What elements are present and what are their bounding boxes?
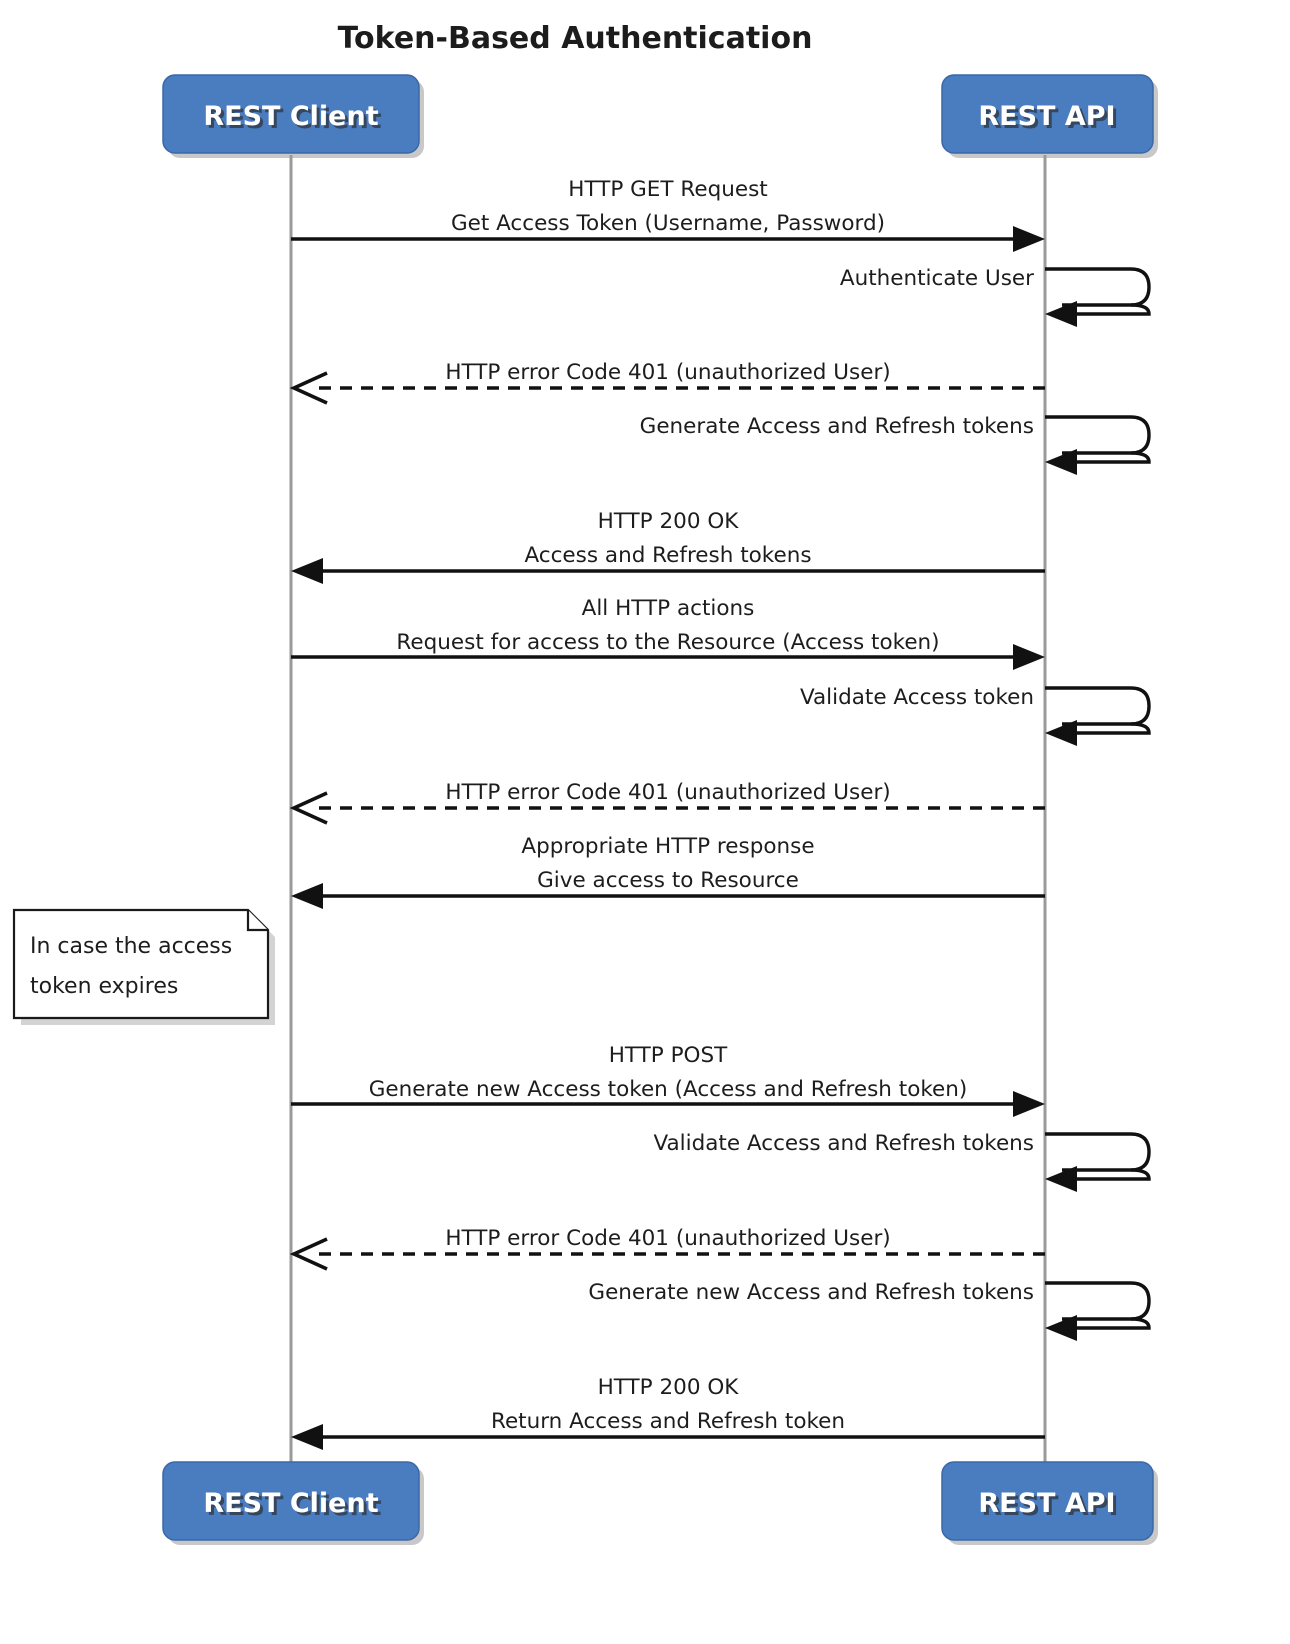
message-12[interactable]: HTTP error Code 401 (unauthorized User) bbox=[289, 1226, 1045, 1271]
participant-client-label-shadow: REST Client bbox=[206, 104, 381, 135]
participant-api-label-shadow: REST API bbox=[981, 104, 1118, 135]
note-text-line2: token expires bbox=[30, 974, 178, 999]
message-4-loop bbox=[1045, 415, 1151, 455]
message-14-label-line2: Return Access and Refresh token bbox=[491, 1409, 845, 1434]
message-2-loop bbox=[1045, 267, 1151, 307]
message-4-label: Generate Access and Refresh tokens bbox=[640, 414, 1034, 439]
message-12-arrowhead bbox=[289, 1237, 328, 1271]
message-1-label-line2: Get Access Token (Username, Password) bbox=[451, 211, 885, 236]
message-8[interactable]: HTTP error Code 401 (unauthorized User) bbox=[289, 780, 1045, 825]
message-2-arrowhead bbox=[1045, 301, 1077, 327]
message-5[interactable]: HTTP 200 OK Access and Refresh tokens bbox=[291, 509, 1045, 584]
message-4-loop-cap bbox=[1130, 451, 1151, 464]
note-fold-corner-icon bbox=[246, 910, 268, 932]
participant-footer-client[interactable]: REST Client REST Client bbox=[162, 1461, 424, 1545]
message-8-label: HTTP error Code 401 (unauthorized User) bbox=[445, 780, 890, 805]
participant-footer-api-label: REST API bbox=[978, 1488, 1115, 1519]
message-7-loop-cap bbox=[1130, 722, 1151, 735]
message-5-label-line2: Access and Refresh tokens bbox=[524, 543, 811, 568]
message-14-arrowhead bbox=[291, 1424, 323, 1450]
participant-header-api[interactable]: REST API REST API bbox=[941, 74, 1158, 158]
message-14-label-line1: HTTP 200 OK bbox=[598, 1375, 740, 1400]
message-3[interactable]: HTTP error Code 401 (unauthorized User) bbox=[289, 360, 1045, 405]
message-9-label-line1: Appropriate HTTP response bbox=[521, 834, 814, 859]
message-9-arrowhead bbox=[291, 883, 323, 909]
message-6-arrowhead bbox=[1013, 644, 1045, 670]
message-6[interactable]: All HTTP actions Request for access to t… bbox=[291, 596, 1045, 670]
message-9-label-line2: Give access to Resource bbox=[537, 868, 799, 893]
message-11-loop bbox=[1045, 1132, 1151, 1172]
message-2[interactable]: Authenticate User bbox=[840, 266, 1151, 327]
message-10-label-line1: HTTP POST bbox=[609, 1043, 728, 1068]
participant-api-label: REST API bbox=[978, 101, 1115, 132]
message-1-label-line1: HTTP GET Request bbox=[568, 177, 767, 202]
message-13-label: Generate new Access and Refresh tokens bbox=[588, 1280, 1034, 1305]
message-5-label-line1: HTTP 200 OK bbox=[598, 509, 740, 534]
message-2-label: Authenticate User bbox=[840, 266, 1034, 291]
message-13[interactable]: Generate new Access and Refresh tokens bbox=[588, 1280, 1151, 1341]
message-7[interactable]: Validate Access token bbox=[800, 685, 1151, 746]
message-8-arrowhead bbox=[289, 791, 328, 825]
message-6-label-line1: All HTTP actions bbox=[582, 596, 755, 621]
message-10-arrowhead bbox=[1013, 1091, 1045, 1117]
participant-footer-api-label-shadow: REST API bbox=[981, 1491, 1118, 1522]
message-10[interactable]: HTTP POST Generate new Access token (Acc… bbox=[291, 1043, 1045, 1117]
message-11-label: Validate Access and Refresh tokens bbox=[653, 1131, 1034, 1156]
message-7-label: Validate Access token bbox=[800, 685, 1034, 710]
message-11-loop-cap bbox=[1130, 1168, 1151, 1181]
note-text-line1: In case the access bbox=[30, 934, 232, 959]
message-7-arrowhead bbox=[1045, 720, 1077, 746]
page-title: Token-Based Authentication bbox=[338, 21, 813, 56]
participant-client-label: REST Client bbox=[203, 101, 378, 132]
participant-footer-client-label-shadow: REST Client bbox=[206, 1491, 381, 1522]
message-4[interactable]: Generate Access and Refresh tokens bbox=[640, 414, 1151, 475]
message-4-arrowhead bbox=[1045, 449, 1077, 475]
message-11[interactable]: Validate Access and Refresh tokens bbox=[653, 1131, 1151, 1192]
message-6-label-line2: Request for access to the Resource (Acce… bbox=[396, 630, 939, 655]
participant-footer-api[interactable]: REST API REST API bbox=[941, 1461, 1158, 1545]
message-1-arrowhead bbox=[1013, 226, 1045, 252]
message-9[interactable]: Appropriate HTTP response Give access to… bbox=[291, 834, 1045, 909]
message-14[interactable]: HTTP 200 OK Return Access and Refresh to… bbox=[291, 1375, 1045, 1450]
note-access-token-expires[interactable]: In case the access token expires bbox=[12, 908, 275, 1025]
message-10-label-line2: Generate new Access token (Access and Re… bbox=[369, 1077, 968, 1102]
message-13-arrowhead bbox=[1045, 1315, 1077, 1341]
note-body-shape bbox=[12, 908, 270, 1020]
message-12-label: HTTP error Code 401 (unauthorized User) bbox=[445, 1226, 890, 1251]
participant-header-client[interactable]: REST Client REST Client bbox=[162, 74, 424, 158]
message-13-loop bbox=[1045, 1281, 1151, 1321]
participant-footer-client-label: REST Client bbox=[203, 1488, 378, 1519]
message-3-arrowhead bbox=[289, 371, 328, 405]
message-7-loop bbox=[1045, 686, 1151, 726]
message-3-label: HTTP error Code 401 (unauthorized User) bbox=[445, 360, 890, 385]
message-2-loop-cap bbox=[1130, 303, 1151, 316]
message-5-arrowhead bbox=[291, 558, 323, 584]
message-11-arrowhead bbox=[1045, 1166, 1077, 1192]
message-13-loop-cap bbox=[1130, 1317, 1151, 1330]
message-1[interactable]: HTTP GET Request Get Access Token (Usern… bbox=[291, 177, 1045, 252]
